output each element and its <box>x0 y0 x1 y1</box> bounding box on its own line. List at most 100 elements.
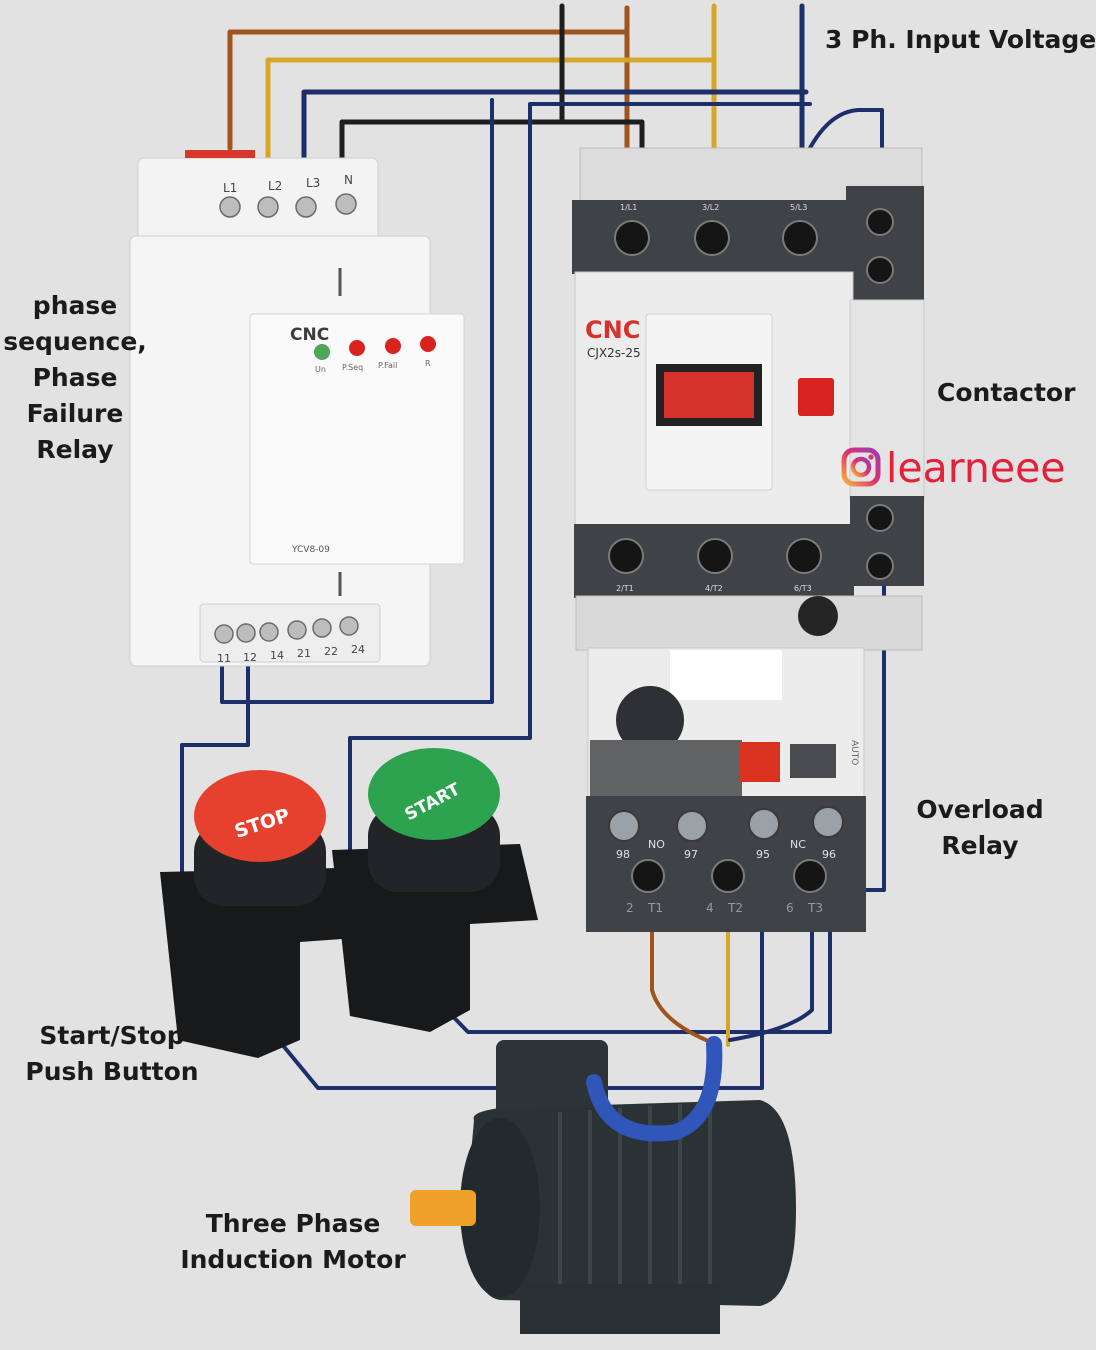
overload-test-block <box>790 744 836 778</box>
overload-white-label <box>670 650 782 700</box>
overload-relay: AUTO 98 NO 97 95 NC 96 2 T1 4 T2 6 T3 <box>586 647 866 932</box>
relay-terminal-l2: L2 <box>268 179 282 193</box>
motor-label-line-1: Three Phase <box>205 1209 381 1238</box>
contactor-terminal-3l2: 3/L2 <box>702 203 719 212</box>
overload-screws <box>608 806 844 842</box>
motor-end-cap <box>460 1118 540 1298</box>
overload-lower-screws <box>631 859 827 893</box>
overload-label-line-1: Overload <box>916 795 1044 824</box>
relay-led-pfail <box>385 338 401 354</box>
relay-terminal-l3: L3 <box>306 176 320 190</box>
watermark: learneee <box>842 444 1066 492</box>
overload-out-t1: T1 <box>647 901 663 915</box>
pushbutton-label: Start/Stop Push Button <box>20 1018 204 1090</box>
relay-red-clip <box>185 150 255 158</box>
overload-label: Overload Relay <box>905 792 1055 864</box>
wire-start-supply <box>348 102 812 882</box>
wire-relay-11 <box>220 98 494 704</box>
relay-led-label-r: R <box>425 359 431 368</box>
pushbutton-label-line-1: Start/Stop <box>39 1021 185 1050</box>
relay-front-panel <box>249 313 465 565</box>
push-buttons: STOP START <box>160 748 538 1058</box>
overload-out-t2: T2 <box>727 901 743 915</box>
relay-terminal-l1: L1 <box>223 181 237 195</box>
input-voltage-label: 3 Ph. Input Voltage <box>825 25 1096 54</box>
overload-terminal-98: 98 <box>616 848 630 861</box>
overload-terminal-95: 95 <box>756 848 770 861</box>
contactor-side <box>849 299 925 501</box>
start-button-housing <box>332 844 538 1032</box>
overload-grey-panel <box>590 740 742 796</box>
relay-terminal-12: 12 <box>243 651 257 664</box>
contactor-terminal-4t2: 4/T2 <box>705 584 723 593</box>
wire-brown-l1 <box>227 5 630 151</box>
motor-body <box>466 1100 796 1306</box>
relay-terminal-n: N <box>344 173 353 187</box>
induction-motor <box>410 1036 796 1334</box>
start-button-cap[interactable] <box>368 748 500 840</box>
motor-foot <box>520 1284 720 1334</box>
relay-led-label-pfail: P.Fail <box>378 361 397 370</box>
contactor-terminal-5l3: 5/L3 <box>790 203 807 212</box>
overload-terminal-nc: NC <box>790 838 806 851</box>
contactor-aux-top <box>846 186 924 302</box>
motor-shaft <box>410 1190 476 1226</box>
relay-terminal-14: 14 <box>270 649 284 662</box>
stop-push-button[interactable]: STOP <box>160 770 356 1058</box>
wire-yellow-l2 <box>265 57 717 161</box>
relay-terminal-11: 11 <box>217 652 231 665</box>
overload-out-2: 2 <box>626 901 634 915</box>
relay-leds <box>314 336 436 360</box>
relay-brand: CNC <box>290 325 329 345</box>
overload-out-t3: T3 <box>807 901 823 915</box>
overload-out-4: 4 <box>706 901 714 915</box>
overload-auto-text: AUTO <box>849 740 859 765</box>
motor-label-line-2: Induction Motor <box>180 1245 406 1274</box>
stop-button-housing <box>160 868 356 1058</box>
contactor-indicator <box>664 372 754 418</box>
relay-label-line-3: Phase <box>32 363 118 392</box>
motor-fins <box>558 1102 712 1306</box>
wire-motor-brown <box>650 918 708 1042</box>
start-push-button[interactable]: START <box>332 748 538 1032</box>
overload-terminal-no: NO <box>648 838 665 851</box>
wires <box>180 3 886 1090</box>
overload-terminal-97: 97 <box>684 848 698 861</box>
relay-led-label-pseq: P.Seq <box>342 363 363 372</box>
relay-led-un <box>314 344 330 360</box>
wire-motor-blue <box>728 918 814 1042</box>
relay-label-line-4: Failure <box>26 399 124 428</box>
wire-relay-12 <box>180 663 250 882</box>
overload-terminal-96: 96 <box>822 848 836 861</box>
relay-model: YCV8-09 <box>291 545 330 555</box>
relay-label: phase sequence, Phase Failure Relay <box>0 288 150 468</box>
motor-terminal-box <box>496 1040 608 1120</box>
overload-out-6: 6 <box>786 901 794 915</box>
contactor-terminal-6t3: 6/T3 <box>794 584 812 593</box>
contactor-bottom-screws <box>608 504 894 580</box>
relay-terminal-24: 24 <box>351 643 365 656</box>
pushbutton-label-line-2: Push Button <box>25 1057 199 1086</box>
relay-terminal-22: 22 <box>324 645 338 658</box>
relay-led-r <box>420 336 436 352</box>
wire-coil-a2 <box>808 108 884 187</box>
relay-led-label-un: Un <box>315 365 326 374</box>
contactor-status-lamp <box>798 378 834 416</box>
relay-led-pseq <box>349 340 365 356</box>
overload-reset-button[interactable] <box>740 742 780 782</box>
contactor-label: Contactor <box>937 378 1076 407</box>
instagram-icon <box>841 447 881 487</box>
overload-dial <box>616 686 684 754</box>
relay-top-screws <box>219 193 357 218</box>
relay-terminal-21: 21 <box>297 647 311 660</box>
contactor: 1/L1 3/L2 5/L3 CNC CJX2s-25 2/T1 4/T2 6/… <box>572 147 925 651</box>
contactor-top-screws <box>614 208 894 284</box>
motor-label: Three Phase Induction Motor <box>180 1206 406 1278</box>
watermark-handle: learneee <box>886 444 1066 492</box>
stop-button-cap[interactable] <box>194 770 326 862</box>
contactor-terminal-1l1: 1/L1 <box>620 203 637 212</box>
contactor-brand: CNC <box>585 316 640 344</box>
overload-label-line-2: Relay <box>941 831 1019 860</box>
